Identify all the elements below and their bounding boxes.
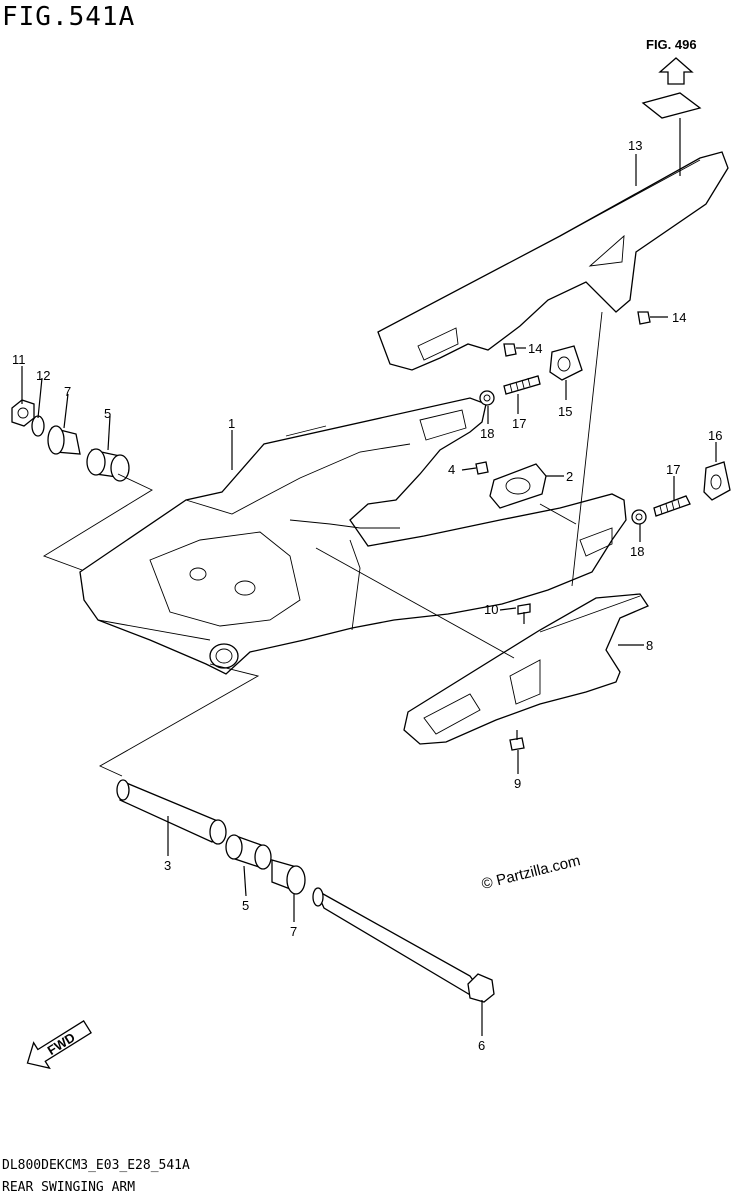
collar-7b-part (271, 859, 306, 895)
bolt-9-part (509, 730, 525, 751)
model-code: DL800DEKCM3_E03_E28_541A (2, 1158, 190, 1173)
callout-3: 3 (164, 858, 171, 873)
callout-18: 18 (480, 426, 494, 441)
callout-1: 1 (228, 416, 235, 431)
callout-17: 17 (666, 462, 680, 477)
bushing-5a-part (86, 448, 130, 482)
washer-18a-part (479, 390, 495, 406)
callout-11: 11 (12, 352, 26, 367)
callout-9: 9 (514, 776, 521, 791)
callout-2: 2 (566, 469, 573, 484)
bolt-14b-part (637, 311, 651, 325)
chain-adjuster-plate-part (489, 463, 547, 509)
bolt-4-part (461, 461, 489, 475)
forward-direction-arrow-icon: FWD (26, 1019, 92, 1070)
block-16-part (703, 461, 731, 501)
pivot-shaft-6-part (312, 887, 495, 1003)
figure-title: FIG.541A (2, 2, 136, 32)
pivot-spacer-3-part (116, 779, 227, 845)
callout-7: 7 (290, 924, 297, 939)
callout-labels: 13 14 14 15 18 17 1 11 12 7 5 4 2 16 17 … (12, 138, 722, 1053)
reference-figure-label: FIG. 496 (646, 37, 697, 52)
callout-6: 6 (478, 1038, 485, 1053)
callout-17: 17 (512, 416, 526, 431)
assembly-guide-lines (42, 311, 603, 777)
callout-14: 14 (672, 310, 686, 325)
callout-4: 4 (448, 462, 455, 477)
callout-13: 13 (628, 138, 642, 153)
up-arrow-icon (658, 57, 694, 85)
callout-5: 5 (104, 406, 111, 421)
nut-11-part (11, 399, 35, 427)
callout-16: 16 (708, 428, 722, 443)
callout-10: 10 (484, 602, 498, 617)
diagram-caption: REAR SWINGING ARM (2, 1180, 136, 1195)
adjuster-bolt-17b-part (653, 495, 691, 517)
reference-plate (641, 92, 702, 119)
washer-12-part (31, 415, 45, 437)
washer-18b-part (631, 509, 647, 525)
chain-case-upper-part (377, 151, 729, 371)
adjuster-bolt-17a-part (503, 375, 541, 395)
callout-8: 8 (646, 638, 653, 653)
bushing-5b-part (225, 834, 272, 870)
callout-leader-lines (21, 118, 717, 1036)
callout-18: 18 (630, 544, 644, 559)
callout-5: 5 (242, 898, 249, 913)
block-15-part (549, 345, 583, 381)
chain-case-lower-part (403, 593, 649, 745)
swingarm-part (79, 397, 627, 675)
bolt-10-part (517, 603, 531, 624)
callout-12: 12 (36, 368, 50, 383)
collar-7a-part (47, 425, 81, 455)
bolt-14a-part (503, 343, 517, 357)
callout-14: 14 (528, 341, 542, 356)
callout-7: 7 (64, 384, 71, 399)
callout-15: 15 (558, 404, 572, 419)
